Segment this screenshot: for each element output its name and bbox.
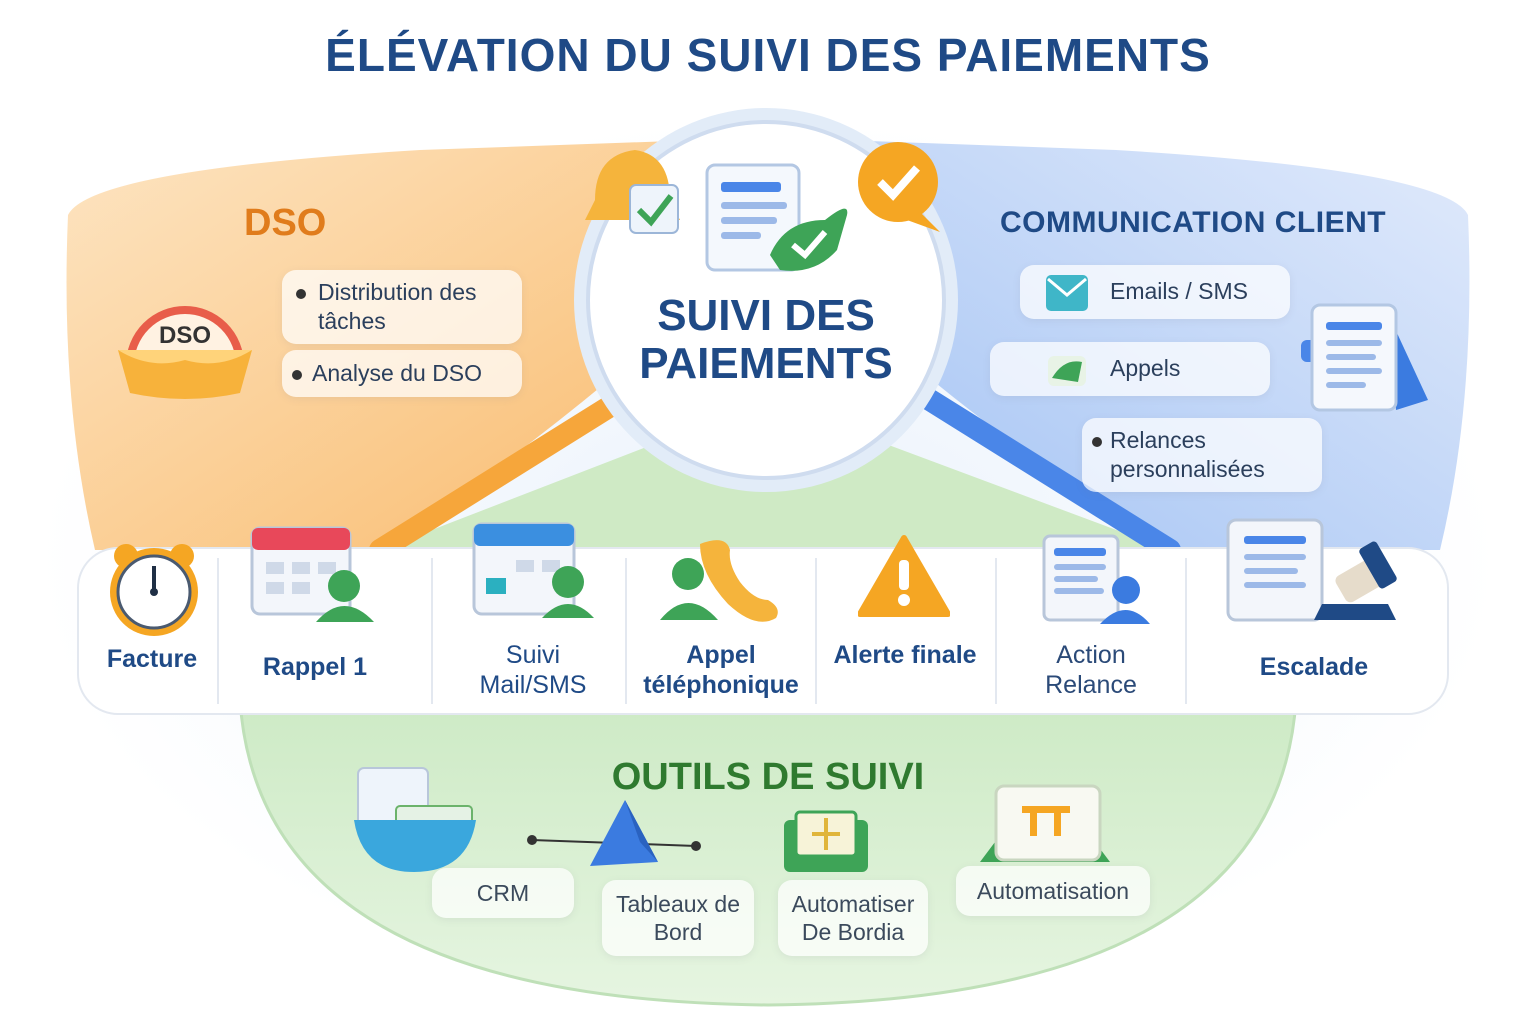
document-user-icon bbox=[1042, 534, 1150, 624]
timeline-separators bbox=[217, 558, 1187, 704]
alarm-clock-icon bbox=[110, 544, 198, 636]
dso-item-label: Analyse du DSO bbox=[312, 360, 483, 386]
gavel-icon bbox=[1226, 518, 1397, 622]
timeline-step-label: Facture bbox=[106, 645, 198, 673]
calendar-check-icon bbox=[472, 522, 594, 618]
calendar-user-icon bbox=[250, 526, 374, 622]
warning-icon bbox=[858, 535, 950, 617]
dso-item-label: Distribution des tâches bbox=[318, 279, 477, 334]
phone-icon bbox=[660, 540, 778, 622]
tool-crm: CRM bbox=[432, 868, 574, 918]
center-title-line2: PAIEMENTS bbox=[639, 339, 893, 388]
communication-title: COMMUNICATION CLIENT bbox=[1000, 206, 1387, 239]
bullet-icon bbox=[292, 369, 302, 380]
comm-item-relances: Relances personnalisées bbox=[1082, 418, 1322, 492]
chart-prism-icon bbox=[590, 800, 658, 866]
timeline-step-label: Alerte finale bbox=[833, 641, 977, 669]
automation-box-icon bbox=[980, 784, 1110, 862]
bullet-icon bbox=[296, 289, 306, 299]
document-icon bbox=[705, 163, 801, 272]
timeline-step-label: Appel téléphonique bbox=[643, 641, 799, 699]
comm-item-label: Appels bbox=[1110, 355, 1181, 381]
document-stack-icon bbox=[1301, 303, 1428, 412]
tool-automatiser: Automatiser De Bordia bbox=[778, 880, 928, 956]
comm-item-label: Relances personnalisées bbox=[1110, 427, 1265, 482]
tool-automatisation: Automatisation bbox=[956, 866, 1150, 916]
page-title: ÉLÉVATION DU SUIVI DES PAIEMENTS bbox=[325, 29, 1211, 81]
dso-item-distribution: Distribution des tâches bbox=[282, 270, 522, 344]
tools-icons bbox=[354, 767, 1110, 872]
automation-machine-icon bbox=[784, 810, 868, 872]
phone-call-icon bbox=[1048, 356, 1086, 386]
timeline-step-label: Rappel 1 bbox=[262, 653, 368, 681]
email-icon bbox=[1046, 275, 1088, 311]
dso-item-analyse: Analyse du DSO bbox=[282, 350, 522, 397]
center-title-line1: SUIVI DES bbox=[657, 291, 875, 340]
comm-item-emails: Emails / SMS bbox=[1020, 265, 1290, 319]
dso-gauge-icon: DSO bbox=[118, 306, 252, 399]
tray-icon bbox=[354, 767, 476, 872]
bullet-icon bbox=[1092, 437, 1102, 447]
checkbox-icon bbox=[629, 184, 679, 234]
center-title: SUIVI DES PAIEMENTS bbox=[590, 292, 942, 388]
timeline-step-label: Action Relance bbox=[1045, 641, 1137, 699]
center-icons bbox=[585, 142, 940, 272]
timeline-step-label: Suivi Mail/SMS bbox=[479, 641, 587, 699]
green-check-icon bbox=[770, 208, 848, 271]
dso-gauge-label: DSO bbox=[159, 322, 211, 349]
tools-title: OUTILS DE SUIVI bbox=[611, 756, 925, 798]
tool-tableaux: Tableaux de Bord bbox=[602, 880, 754, 956]
comm-item-label: Emails / SMS bbox=[1110, 278, 1249, 304]
comm-item-appels: Appels bbox=[990, 342, 1270, 396]
check-bubble-icon bbox=[858, 142, 940, 232]
dso-title: DSO bbox=[244, 202, 327, 244]
timeline-step-label: Escalade bbox=[1259, 653, 1369, 681]
